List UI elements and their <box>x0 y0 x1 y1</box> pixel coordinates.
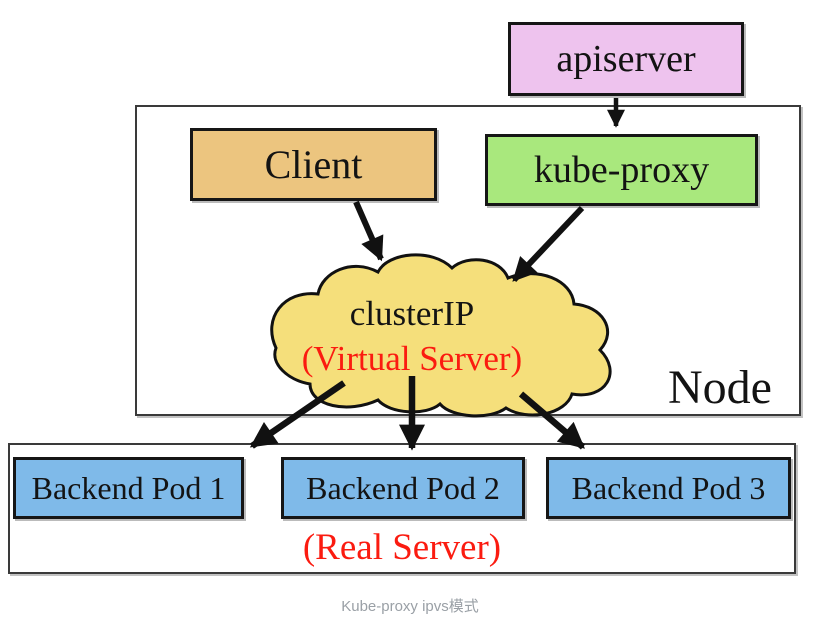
node-label: Node <box>668 361 772 414</box>
virtual-server-subtitle: (Virtual Server) <box>301 339 523 378</box>
apiserver-label: apiserver <box>556 38 696 80</box>
kube-proxy-label: kube-proxy <box>533 149 710 191</box>
client-label: Client <box>264 141 363 187</box>
backend-pod-1-label: Backend Pod 1 <box>31 470 226 506</box>
client-box: Client <box>190 128 437 201</box>
backend-pod-2-box: Backend Pod 2 <box>281 457 525 519</box>
backend-pod-3-box: Backend Pod 3 <box>546 457 791 519</box>
apiserver-box: apiserver <box>508 22 744 96</box>
backend-pod-2-label: Backend Pod 2 <box>306 470 500 506</box>
cluster-ip-title: clusterIP <box>349 294 475 333</box>
real-server-label: (Real Server) <box>302 527 502 568</box>
backend-pod-3-label: Backend Pod 3 <box>571 470 766 506</box>
backend-pod-1-box: Backend Pod 1 <box>13 457 244 519</box>
diagram-caption: Kube-proxy ipvs模式 <box>341 598 479 615</box>
kube-proxy-box: kube-proxy <box>485 134 758 206</box>
